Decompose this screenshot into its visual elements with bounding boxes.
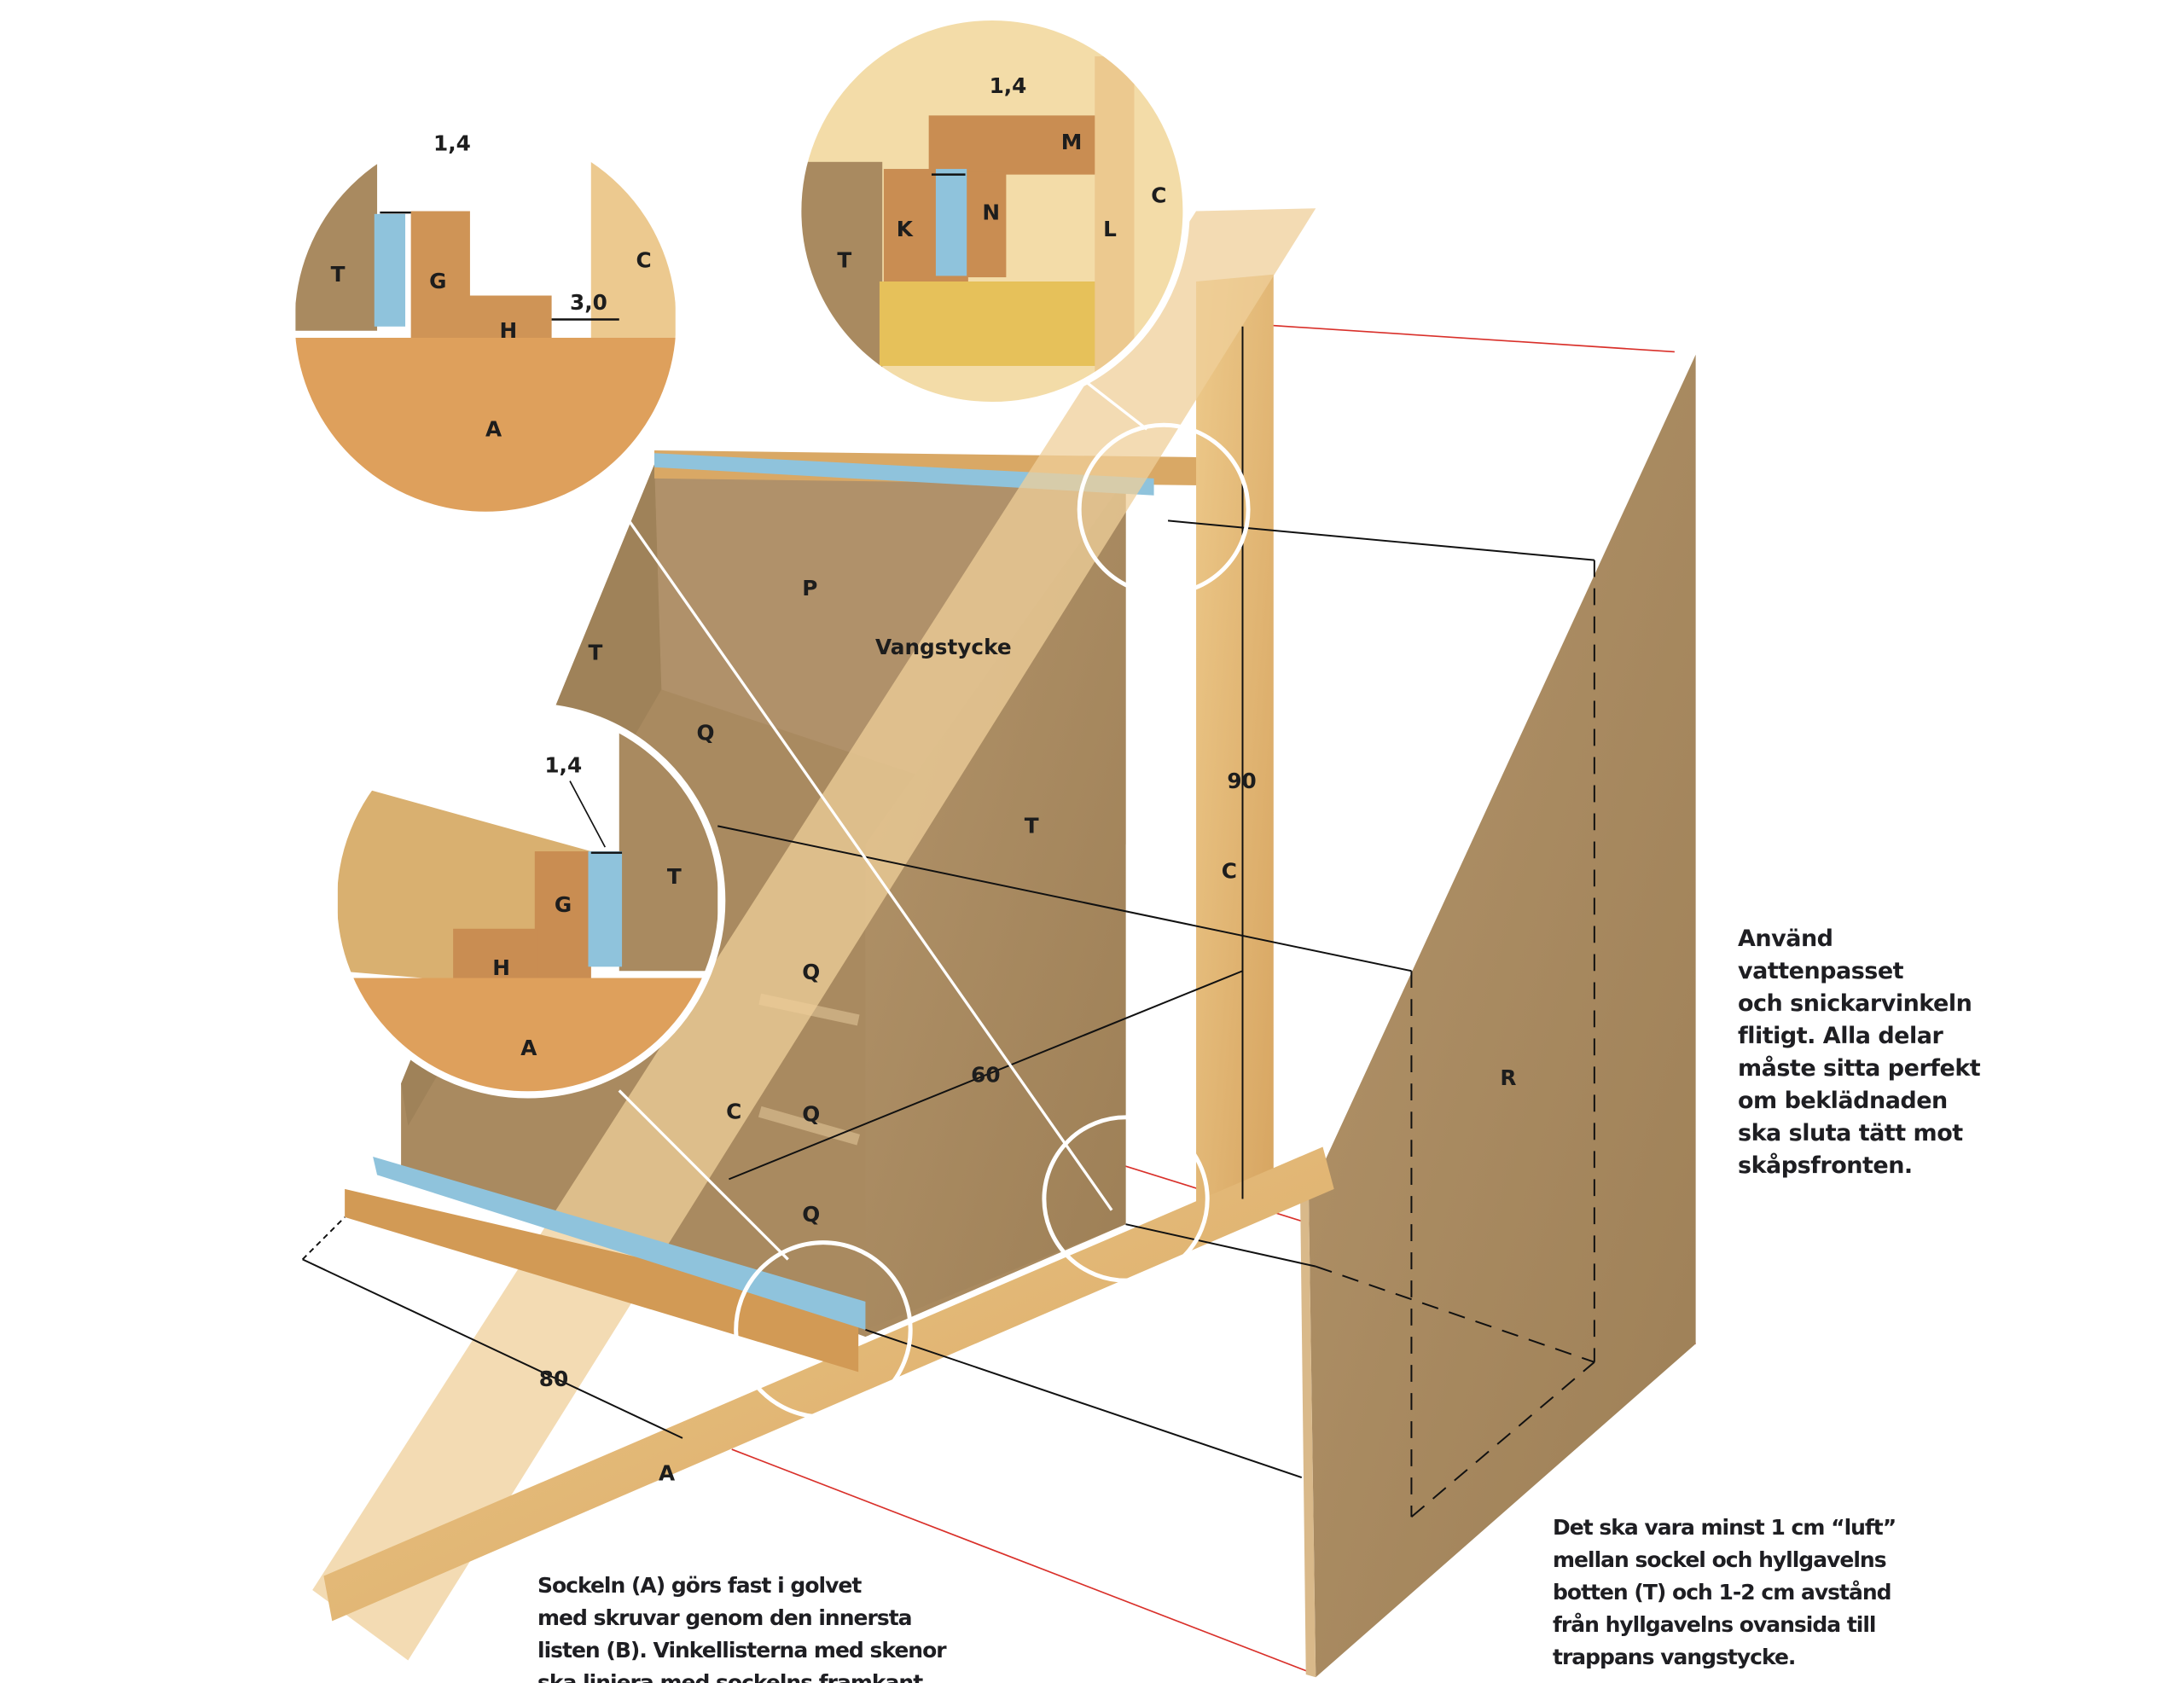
stringer-beam	[312, 208, 1316, 1661]
part-label: H	[492, 955, 510, 980]
part-label: A	[485, 416, 502, 441]
detail-marker-top	[1077, 422, 1251, 596]
part-label-r: R	[1500, 1065, 1516, 1090]
leader-lines	[618, 379, 1148, 1261]
part-label-c: C	[1222, 858, 1237, 883]
part-label: M	[1061, 130, 1083, 154]
note-line: ska linjera med sockelns framkant.	[537, 1670, 931, 1683]
part-label-q: Q	[696, 721, 714, 746]
part-label: L	[1103, 217, 1117, 241]
note-line: med skruvar genom den innersta	[537, 1605, 913, 1630]
part-label: T	[667, 864, 682, 889]
note-line: vattenpasset	[1738, 958, 1904, 984]
part-label-q: Q	[802, 960, 820, 984]
dim-label: 1,4	[433, 131, 471, 156]
dim-label: 1,4	[990, 73, 1027, 98]
part-label: A	[520, 1036, 537, 1060]
tip-text-right: Använd vattenpasset och snickarvinkeln f…	[1738, 923, 1981, 1182]
note-line: och snickarvinkeln	[1738, 990, 1972, 1017]
note-line: trappans vangstycke.	[1553, 1645, 1796, 1669]
side-panel-r	[1309, 354, 1696, 1678]
note-line: om beklädnaden	[1738, 1088, 1948, 1114]
part-label-q: Q	[802, 1102, 820, 1127]
detail-circle-top-left: 1,4 T G H C 3,0 A	[288, 123, 683, 519]
note-line: mellan sockel och hyllgavelns	[1553, 1547, 1887, 1572]
note-line: skåpsfronten.	[1738, 1152, 1913, 1179]
part-label-q: Q	[802, 1202, 820, 1227]
part-label: T	[331, 262, 346, 287]
note-line: Det ska vara minst 1 cm “luft”	[1553, 1515, 1896, 1540]
dimension-80: 80	[539, 1367, 568, 1391]
main-part-labels: P T Q Vangstycke T Q Q Q C C R A 90 60 8…	[539, 576, 1517, 1486]
post-c	[1196, 274, 1274, 1225]
part-label: C	[636, 248, 652, 273]
part-label: G	[429, 269, 446, 293]
part-label: N	[982, 200, 1000, 224]
note-line: listen (B). Vinkellisterna med skenor	[537, 1638, 947, 1663]
detail-circle-middle-left: 1,4 G T H A	[329, 703, 726, 1099]
caption-bottom-left: Sockeln (A) görs fast i golvet med skruv…	[537, 1570, 947, 1683]
part-label: H	[500, 318, 518, 343]
dimension-90: 90	[1227, 769, 1256, 793]
detail-marker-middle	[1042, 1115, 1210, 1283]
note-line: botten (T) och 1-2 cm avstånd	[1553, 1580, 1892, 1605]
note-line: Använd	[1738, 926, 1833, 952]
dimension-lines	[301, 326, 1595, 1518]
dimension-60: 60	[971, 1063, 1000, 1088]
note-line: från hyllgavelns ovansida till	[1553, 1612, 1877, 1637]
note-line: måste sitta perfekt	[1738, 1055, 1981, 1082]
part-label-c: C	[726, 1099, 741, 1123]
part-label-t: T	[588, 641, 602, 665]
part-label-p: P	[802, 576, 817, 601]
part-label: G	[555, 892, 572, 917]
dim-label: 1,4	[544, 753, 582, 778]
detail-circle-top-right: 1,4 M K N L C T	[794, 13, 1190, 409]
part-label: K	[897, 217, 914, 241]
note-line: flitigt. Alla delar	[1738, 1023, 1943, 1049]
vangstycke-label: Vangstycke	[875, 635, 1012, 659]
part-label: C	[1151, 183, 1166, 208]
part-label-a: A	[659, 1460, 676, 1485]
note-line: ska sluta tätt mot	[1738, 1120, 1963, 1146]
detail-marker-bottom	[734, 1240, 913, 1419]
caption-bottom-right: Det ska vara minst 1 cm “luft” mellan so…	[1553, 1512, 1896, 1674]
note-line: Sockeln (A) görs fast i golvet	[537, 1573, 862, 1598]
part-label-t: T	[1025, 814, 1039, 839]
dim-label: 3,0	[570, 290, 607, 315]
part-label: T	[837, 248, 851, 273]
